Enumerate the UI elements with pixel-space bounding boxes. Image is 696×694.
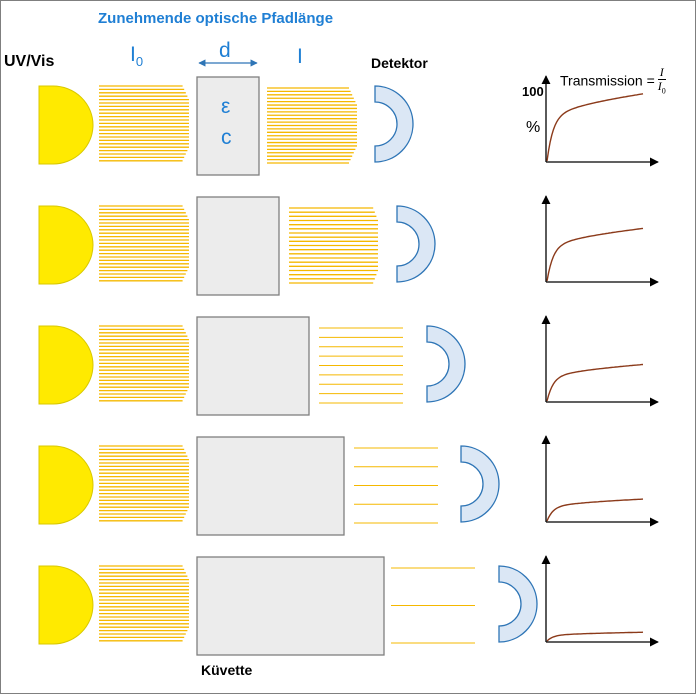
y-axis-unit-label: % [526,119,541,136]
transmitted-beam [319,327,403,404]
transmission-curve [546,363,644,402]
cuvette [196,556,385,656]
transmission-chart [541,315,659,407]
transmission-chart [541,75,659,167]
transmitted-beam [391,567,475,644]
fraction-numerator: I [657,65,666,80]
incident-beam [99,85,189,162]
setup-row-5 [38,555,659,656]
fraction-denominator-symbol: I [657,79,662,93]
fraction-denominator-subscript: 0 [661,86,666,96]
diagram-title: Zunehmende optische Pfadlänge [98,10,334,27]
cuvette [196,76,260,176]
transmission-curve [546,93,644,162]
lamp-icon [38,85,94,165]
source-label: UV/Vis [4,53,55,70]
transmission-label: Transmission = [560,72,655,89]
transmission-curve [546,227,644,282]
detector-icon [498,565,538,643]
transmitted-beam [354,447,438,524]
cuvette [196,196,280,296]
detector-icon [374,85,414,163]
transmission-chart [541,195,659,287]
detector-icon [426,325,466,403]
setup-row-1 [38,75,659,176]
lamp-icon [38,205,94,285]
cuvette [196,436,345,536]
incident-beam [99,565,189,642]
setup-row-2 [38,195,659,296]
incident-intensity-symbol: I [130,43,136,66]
setup-row-4 [38,435,659,536]
setup-row-3 [38,315,659,416]
lamp-icon [38,445,94,525]
incident-intensity-subscript: 0 [135,54,144,69]
transmission-curve [546,498,644,522]
cuvette [196,316,310,416]
transmitted-beam [267,87,357,164]
detector-icon [396,205,436,283]
transmission-chart [541,435,659,527]
concentration-label: c [221,126,232,149]
transmission-chart [541,555,659,647]
cuvette-label: Küvette [201,662,253,678]
lamp-icon [38,325,94,405]
y-axis-max-label: 100 [522,84,544,99]
path-length-label: d [219,39,231,62]
incident-beam [99,205,189,282]
incident-beam [99,325,189,402]
fraction-denominator: I0 [658,80,666,97]
incident-beam [99,445,189,522]
transmission-curve [546,631,644,642]
lamp-icon [38,565,94,645]
transmitted-beam [289,207,378,284]
incident-intensity-label: I0 [130,43,143,69]
transmitted-intensity-label: I [297,45,303,68]
detector-label: Detektor [371,55,428,71]
detector-icon [460,445,500,523]
epsilon-label: ε [221,95,231,118]
